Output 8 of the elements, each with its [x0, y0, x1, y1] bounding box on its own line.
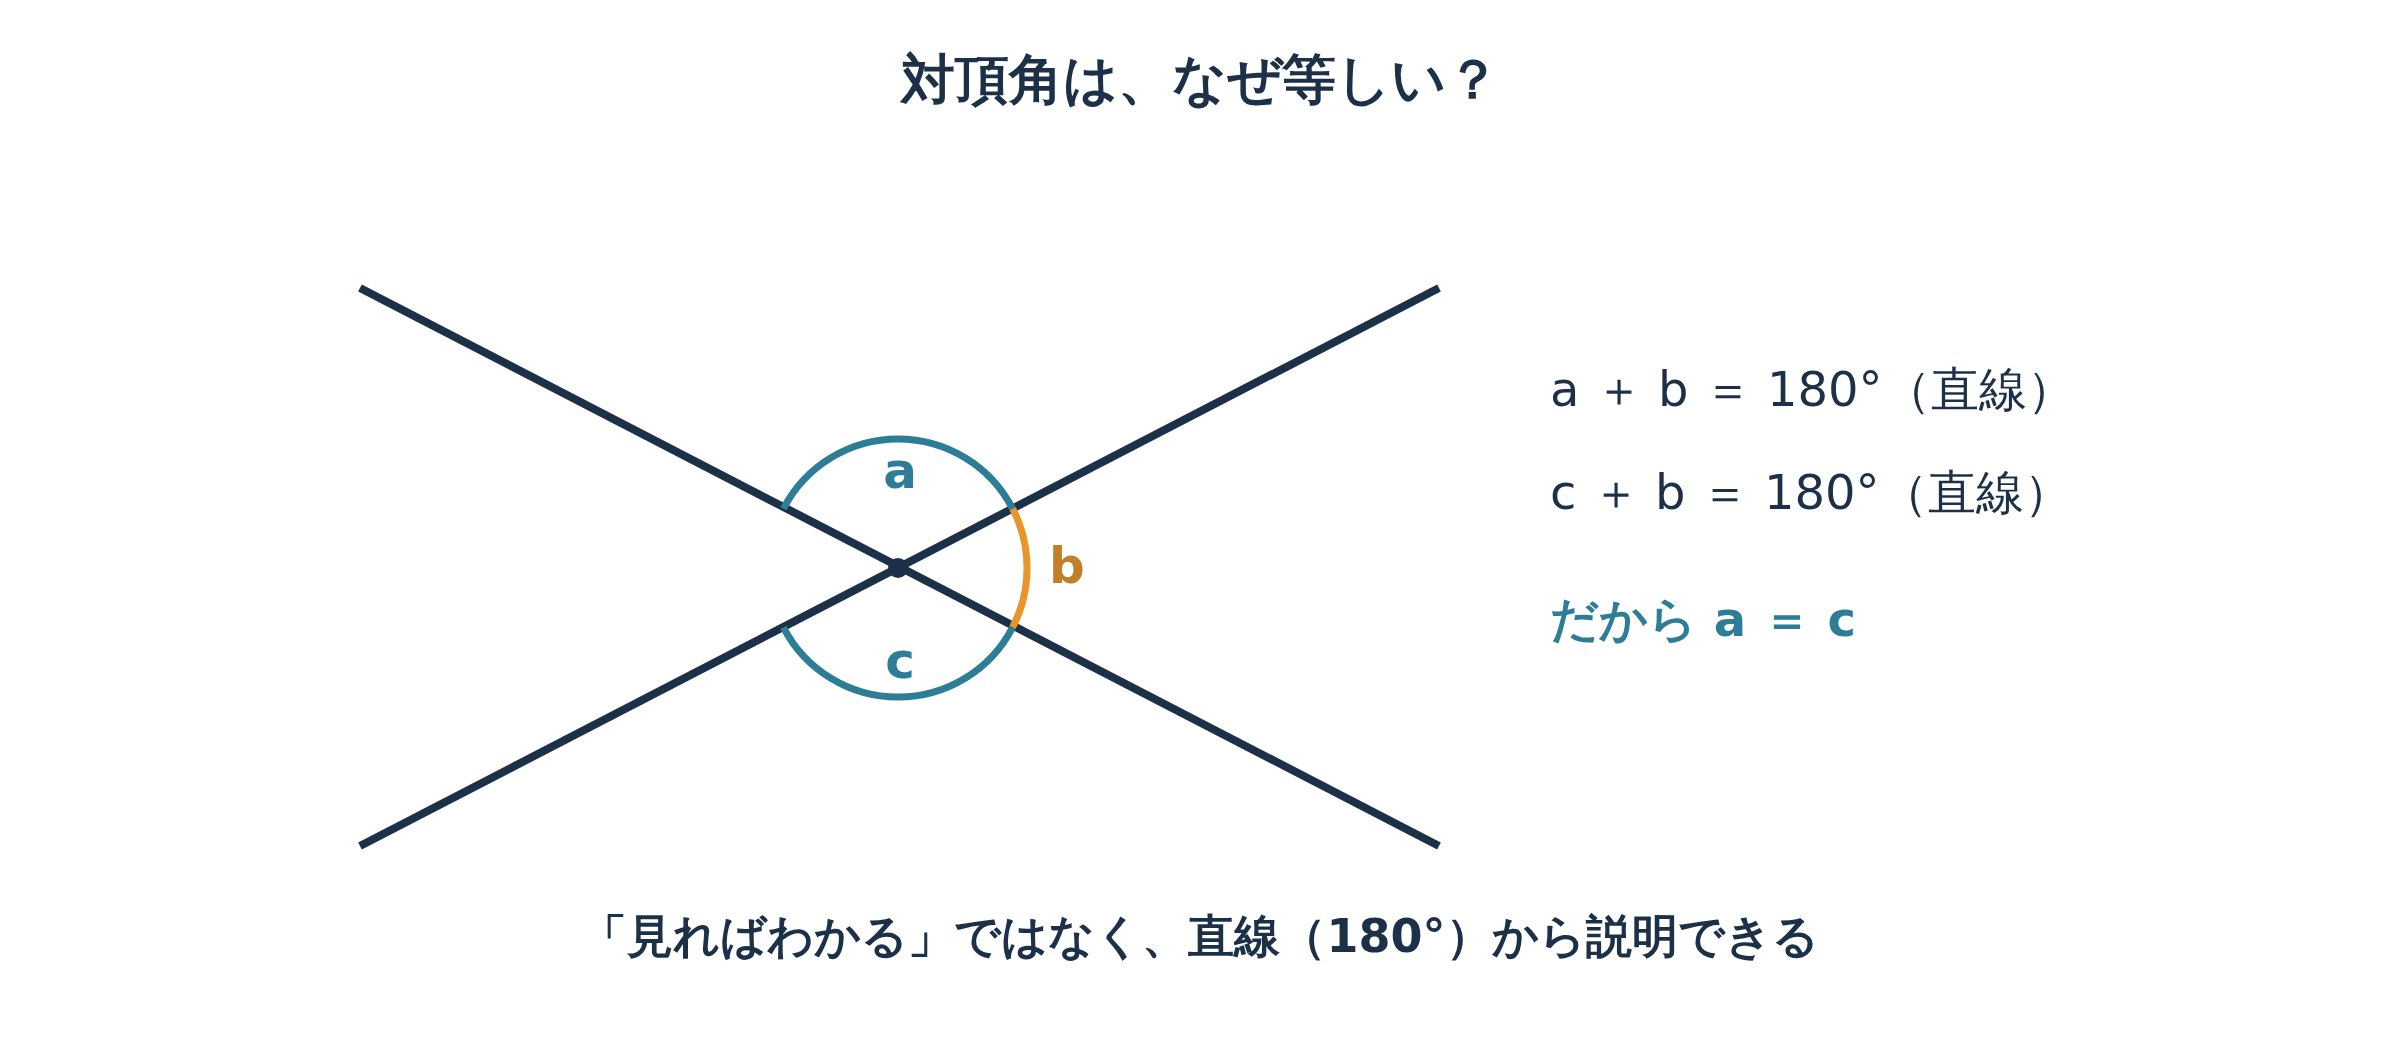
title: 対頂角は、なぜ等しい？	[900, 46, 1500, 113]
conclusion-text: だから a ＝ c	[1550, 590, 1856, 649]
angle-label: c	[885, 632, 915, 690]
caption: 「見ればわかる」ではなく、直線（180°）から説明できる	[581, 908, 1819, 965]
equation-text: a ＋ b ＝ 180°（直線）	[1550, 360, 2075, 419]
angle-label: a	[883, 442, 917, 500]
angle-label: b	[1049, 537, 1085, 595]
equation-text: c ＋ b ＝ 180°（直線）	[1550, 463, 2072, 522]
